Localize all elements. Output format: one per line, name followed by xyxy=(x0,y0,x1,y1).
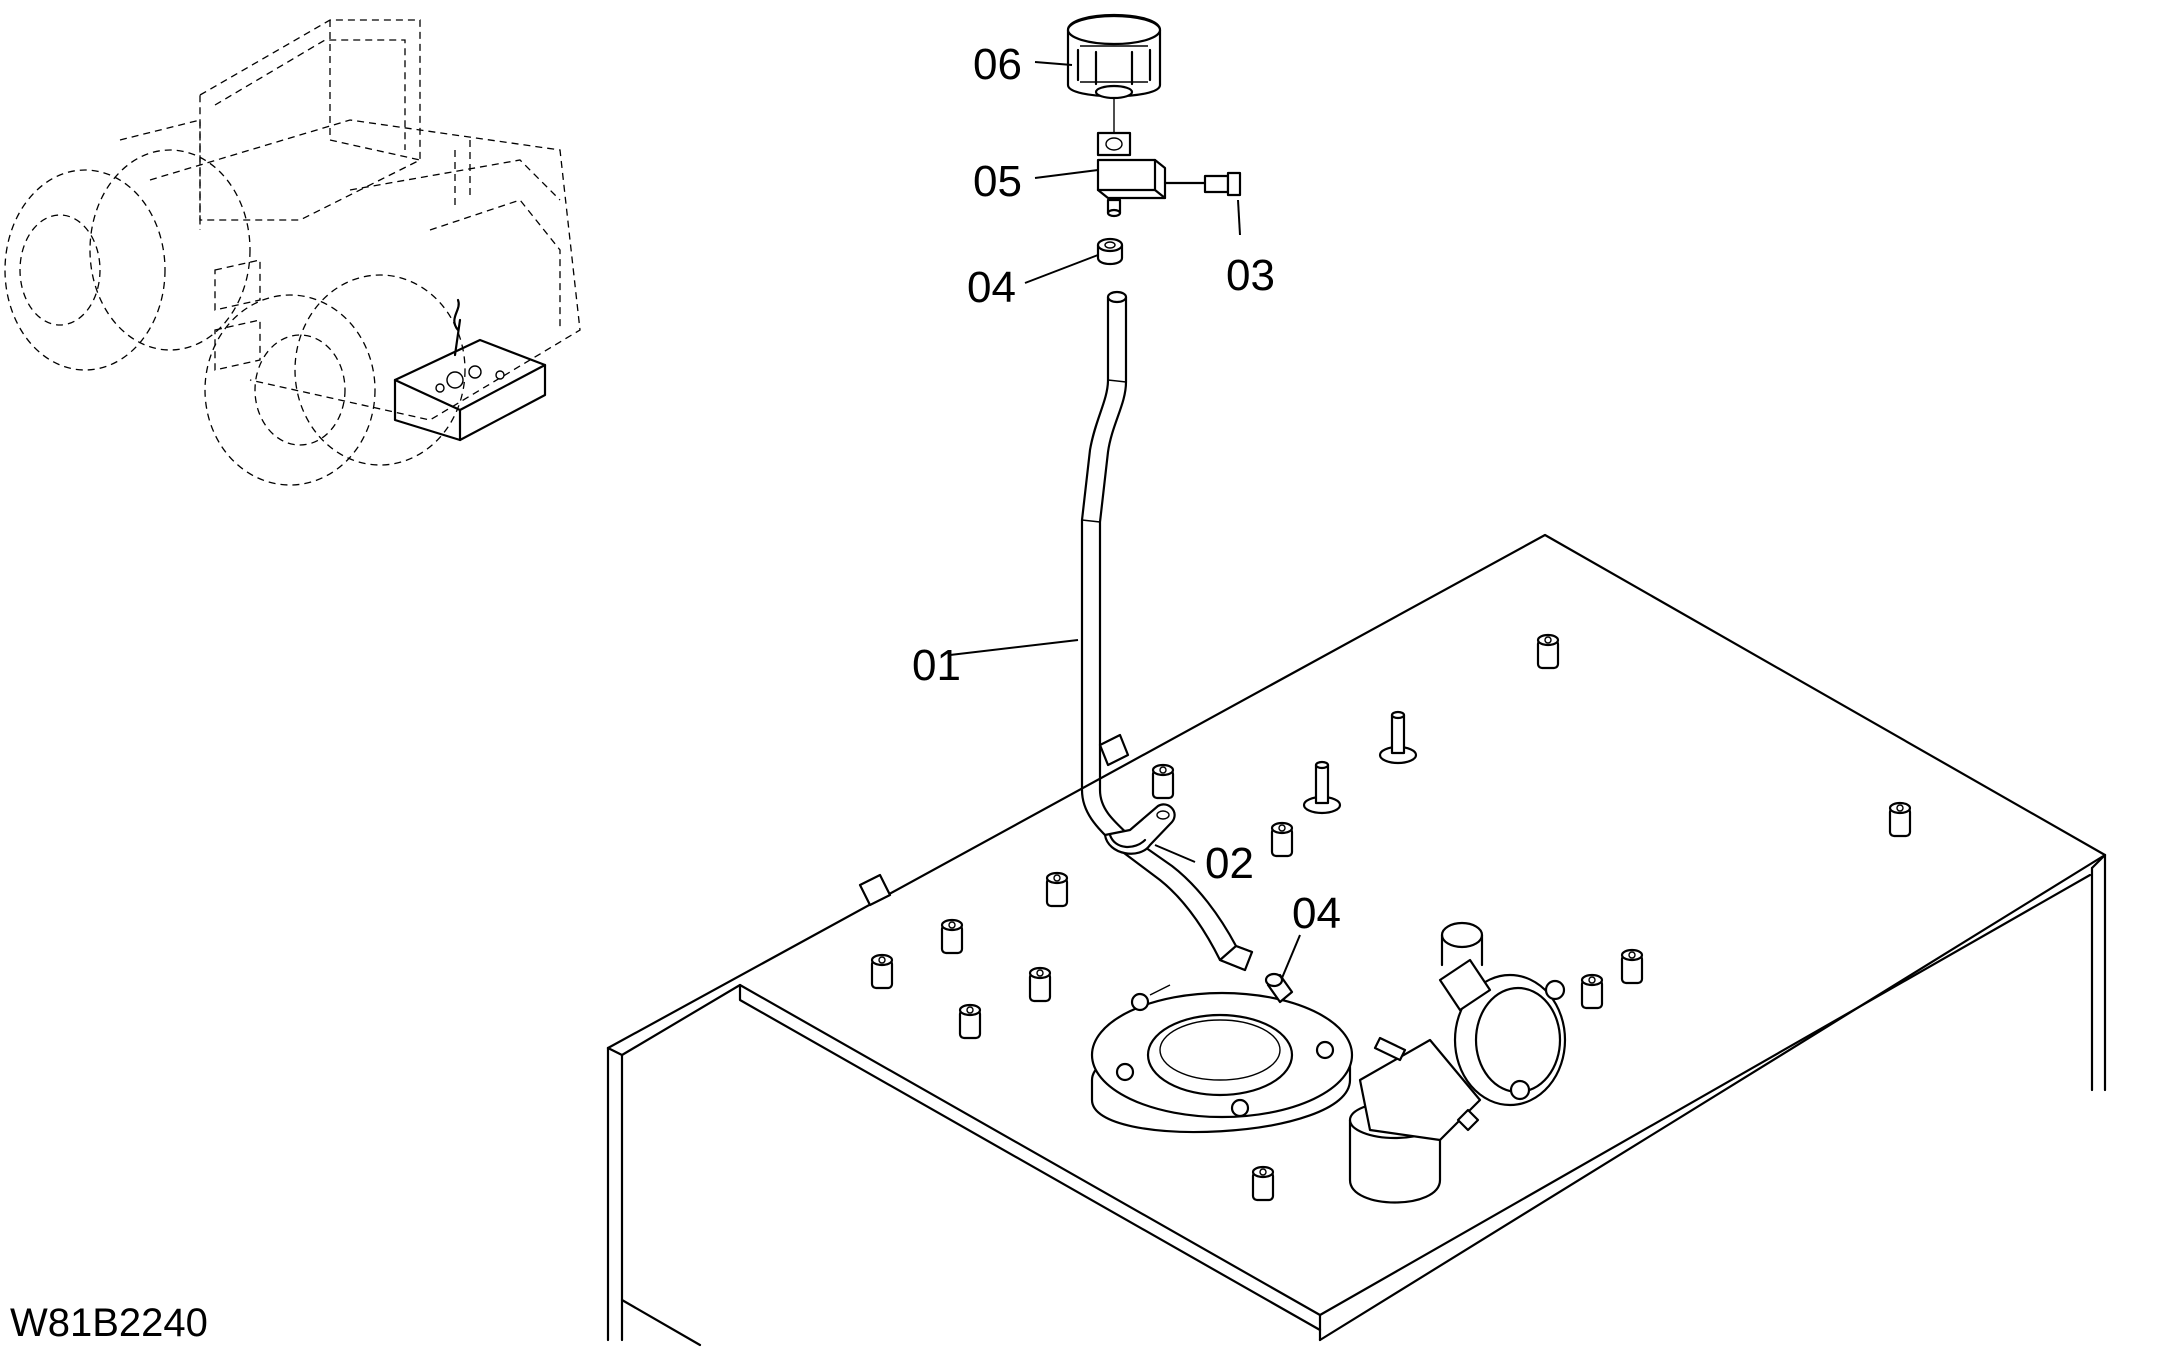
filler-neck xyxy=(1348,921,1567,1204)
machine-locator-view xyxy=(4,19,581,486)
callout-01: 01 xyxy=(912,641,961,690)
part-04-grommet-lower xyxy=(1264,972,1294,1004)
callout-06: 06 xyxy=(973,40,1022,89)
part-01-vent-tube xyxy=(1080,290,1254,972)
drawing-number: W81B2240 xyxy=(10,1301,208,1345)
vent-studs xyxy=(1302,710,1418,815)
part-04-grommet-upper xyxy=(1096,237,1124,266)
callout-04-upper: 04 xyxy=(967,263,1016,312)
callout-leaders xyxy=(949,61,1301,979)
locator-tank-highlight xyxy=(393,338,547,442)
part-06-breather-cap xyxy=(1066,13,1162,133)
part-02-clamp xyxy=(1103,803,1176,855)
callout-03: 03 xyxy=(1226,251,1275,300)
callout-04-lower: 04 xyxy=(1292,889,1341,938)
fuel-tank xyxy=(606,533,2107,1347)
sender-unit-flange xyxy=(1090,984,1354,1134)
callout-02: 02 xyxy=(1205,839,1254,888)
callout-05: 05 xyxy=(973,157,1022,206)
part-03-bolt xyxy=(1163,171,1242,197)
part-05-bracket xyxy=(1096,131,1167,218)
tank-bosses xyxy=(870,633,1912,1202)
